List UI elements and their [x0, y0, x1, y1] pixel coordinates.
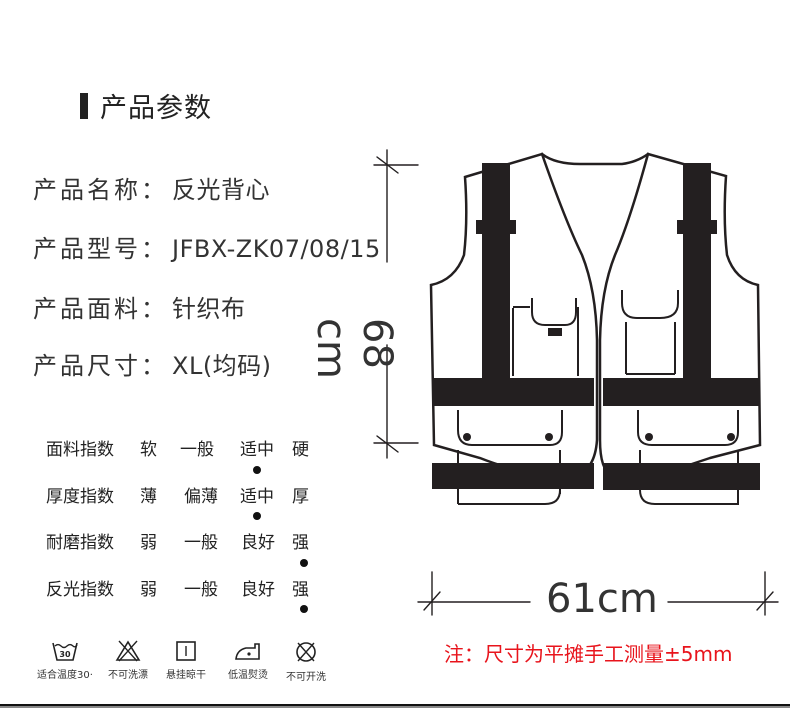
index-option: 硬 [292, 440, 309, 460]
spec-label: 产品尺寸： [33, 352, 168, 380]
care-item-wash: 30 适合温度30· [34, 640, 96, 681]
spec-row-name: 产品名称：反光背心 [33, 170, 270, 205]
index-option: 偏薄 [184, 487, 218, 507]
care-label: 不可开洗 [286, 672, 326, 683]
spec-row-size: 产品尺寸：XL(均码) [33, 346, 272, 381]
title-bar-marker [80, 92, 88, 119]
spec-value: XL(均码) [172, 352, 272, 380]
no-dry-clean-icon [296, 642, 316, 662]
vest-diagram [373, 149, 779, 616]
care-item-no-dry-clean: 不可开洗 [278, 640, 334, 683]
index-selected-dot [253, 512, 261, 520]
no-bleach-icon [115, 640, 141, 662]
index-option: 适中 [240, 487, 274, 507]
index-selected-dot [300, 605, 308, 613]
index-option: 弱 [140, 533, 157, 553]
page-title: 产品参数 [100, 93, 212, 124]
index-option: 薄 [140, 487, 157, 507]
care-label: 悬挂晾干 [166, 670, 206, 681]
index-option: 软 [140, 440, 157, 460]
bottom-divider [0, 704, 790, 708]
index-option: 一般 [180, 440, 214, 460]
low-iron-icon [235, 643, 260, 660]
spec-label: 产品名称： [33, 176, 168, 204]
spec-label: 产品型号： [33, 235, 168, 263]
svg-text:30: 30 [59, 650, 71, 659]
measurement-note: 注：尺寸为平摊手工测量±5mm [444, 642, 733, 666]
spec-value: 反光背心 [172, 176, 270, 204]
index-option: 一般 [184, 580, 218, 600]
width-dimension-label: 61cm [546, 576, 658, 622]
index-option: 强 [292, 580, 309, 600]
hang-dry-icon [176, 641, 196, 661]
spec-value: JFBX-ZK07/08/15 [172, 235, 381, 263]
spec-label: 产品面料： [33, 295, 168, 323]
spec-row-fabric: 产品面料：针织布 [33, 289, 246, 324]
care-label: 低温熨烫 [228, 670, 268, 681]
height-dimension-label: 68 cm [308, 318, 400, 379]
care-item-low-iron: 低温熨烫 [220, 640, 276, 681]
index-name: 厚度指数 [46, 487, 114, 507]
width-dimension-line [417, 571, 779, 616]
care-item-hang-dry: 悬挂晾干 [158, 640, 214, 681]
index-option: 一般 [184, 533, 218, 553]
spec-value: 针织布 [172, 295, 246, 323]
index-option: 适中 [240, 440, 274, 460]
index-option: 弱 [140, 580, 157, 600]
wash-30-icon: 30 [52, 642, 78, 661]
index-name: 面料指数 [46, 440, 114, 460]
index-selected-dot [253, 466, 261, 474]
index-option: 强 [292, 533, 309, 553]
care-item-no-bleach: 不可洗漂 [100, 640, 156, 681]
index-selected-dot [300, 559, 308, 567]
index-option: 良好 [241, 533, 275, 553]
care-label: 适合温度30· [37, 670, 93, 681]
section-title: 产品参数 [80, 86, 212, 125]
index-option: 良好 [241, 580, 275, 600]
spec-row-model: 产品型号：JFBX-ZK07/08/15 [33, 229, 381, 264]
index-name: 耐磨指数 [46, 533, 114, 553]
height-dimension-line [373, 149, 419, 459]
index-option: 厚 [292, 487, 309, 507]
index-name: 反光指数 [46, 580, 114, 600]
care-label: 不可洗漂 [108, 670, 148, 681]
